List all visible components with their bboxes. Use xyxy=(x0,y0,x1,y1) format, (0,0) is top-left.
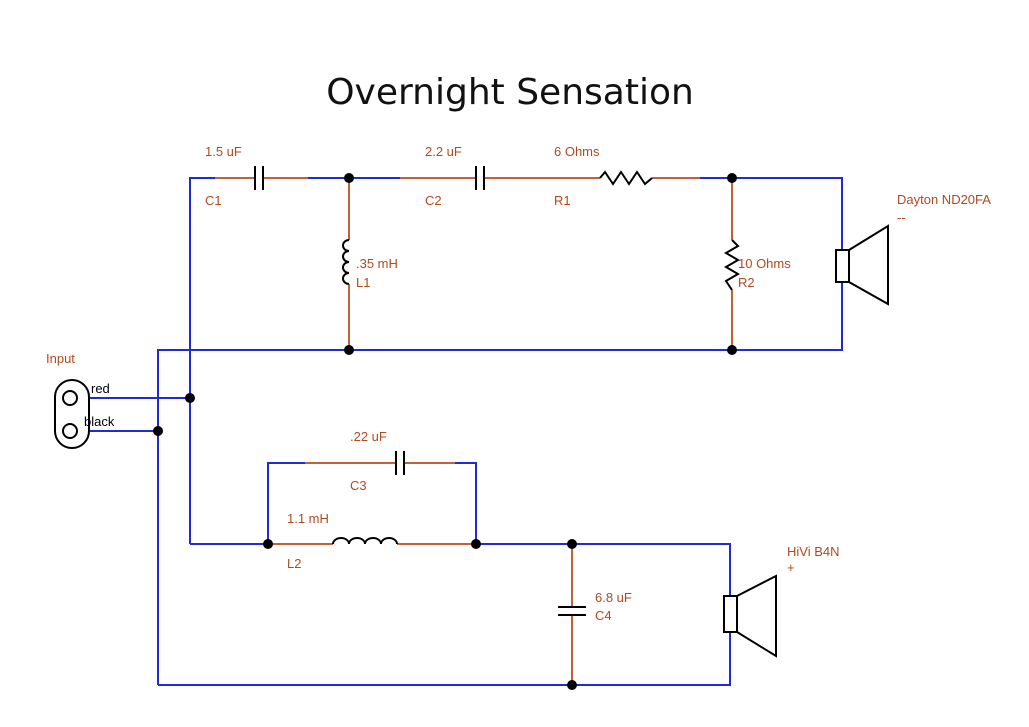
c2-value-label: 2.2 uF xyxy=(425,144,462,159)
c4-ref-label: C4 xyxy=(595,608,612,623)
input-label: Input xyxy=(46,351,75,366)
capacitor-c3 xyxy=(395,451,405,475)
c3-value-label: .22 uF xyxy=(350,429,387,444)
inductor-l1 xyxy=(342,239,350,285)
wire-c3-right xyxy=(455,462,477,544)
component-leads xyxy=(215,177,733,685)
r2-value-label: 10 Ohms xyxy=(738,256,791,271)
capacitor-c2 xyxy=(475,166,485,190)
wire-c3-left xyxy=(267,462,305,544)
c3-ref-label: C3 xyxy=(350,478,367,493)
c1-value-label: 1.5 uF xyxy=(205,144,242,159)
capacitor-c4 xyxy=(558,606,586,616)
wires xyxy=(72,177,843,686)
r2-ref-label: R2 xyxy=(738,275,755,290)
woofer-speaker-icon xyxy=(723,574,777,658)
l1-value-label: .35 mH xyxy=(356,256,398,271)
l1-ref-label: L1 xyxy=(356,275,370,290)
c2-ref-label: C2 xyxy=(425,193,442,208)
woofer-name-label: HiVi B4N xyxy=(787,544,840,559)
resistor-r1 xyxy=(599,170,653,186)
resistor-r2 xyxy=(724,239,740,291)
r1-ref-label: R1 xyxy=(554,193,571,208)
input-red-label: red xyxy=(91,381,110,396)
tweeter-name-label: Dayton ND20FA xyxy=(897,192,991,207)
l2-ref-label: L2 xyxy=(287,556,301,571)
wire-to-woofer-top xyxy=(572,543,731,596)
wire-woofer-return xyxy=(158,632,731,686)
tweeter-polarity-label: -- xyxy=(897,210,906,225)
input-black-label: black xyxy=(84,414,115,429)
capacitor-c1 xyxy=(254,166,264,190)
input-terminal-icon xyxy=(54,379,90,449)
junction-nodes xyxy=(153,173,737,690)
wire-bottom-rail xyxy=(157,282,843,685)
wire-top-rail-left xyxy=(189,177,215,398)
c4-value-label: 6.8 uF xyxy=(595,590,632,605)
schematic-title: Overnight Sensation xyxy=(326,72,694,113)
wire-to-tweeter-top xyxy=(732,177,843,250)
woofer-polarity-label: + xyxy=(787,560,795,575)
tweeter-speaker-icon xyxy=(835,224,889,306)
c1-ref-label: C1 xyxy=(205,193,222,208)
r1-value-label: 6 Ohms xyxy=(554,144,600,159)
inductor-l2 xyxy=(332,537,398,545)
l2-value-label: 1.1 mH xyxy=(287,511,329,526)
